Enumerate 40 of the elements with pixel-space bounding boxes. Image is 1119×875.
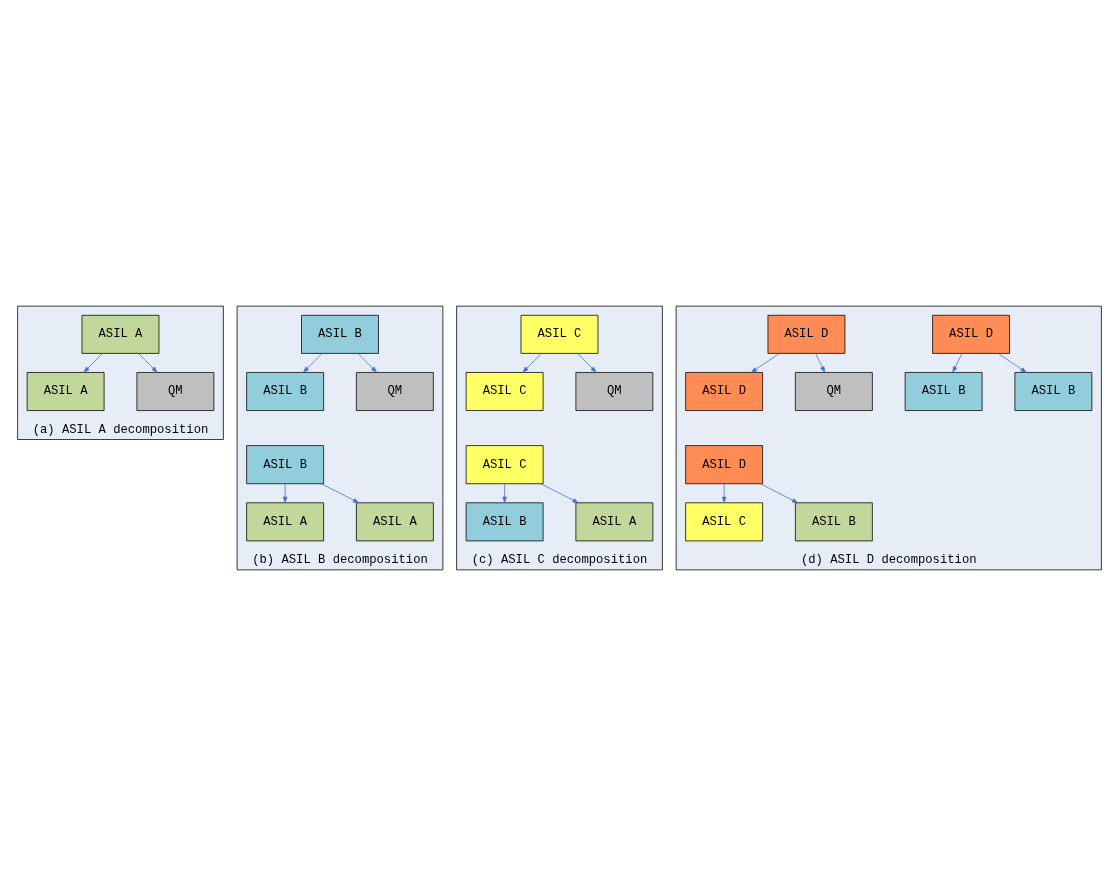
node-box: ASIL B xyxy=(904,371,983,411)
node-box: ASIL C xyxy=(520,314,599,354)
node-box: QM xyxy=(356,371,434,411)
arrow xyxy=(138,352,158,372)
node-box: ASIL A xyxy=(81,314,160,354)
node-box: QM xyxy=(795,371,873,411)
node-box: ASIL B xyxy=(246,444,324,484)
arrow xyxy=(502,483,507,503)
node-box: ASIL A xyxy=(246,501,324,541)
node-box: ASIL A xyxy=(575,501,654,541)
arrow xyxy=(997,352,1027,373)
node-box: ASIL C xyxy=(465,371,544,411)
arrow xyxy=(577,352,597,372)
arrow xyxy=(721,483,727,503)
arrow xyxy=(83,352,103,372)
node-box: ASIL A xyxy=(356,501,434,541)
arrow xyxy=(952,352,963,372)
arrow xyxy=(282,483,288,503)
node-box: ASIL D xyxy=(685,371,763,411)
arrow xyxy=(303,352,323,372)
node-box: ASIL C xyxy=(465,444,544,484)
node-box: QM xyxy=(136,371,215,411)
arrow xyxy=(815,352,826,372)
arrow xyxy=(540,482,579,503)
node-box: ASIL B xyxy=(795,501,873,541)
arrow xyxy=(522,352,542,372)
node-box: ASIL A xyxy=(26,371,105,411)
arrow xyxy=(750,352,780,373)
node-box: ASIL C xyxy=(685,501,763,541)
arrow xyxy=(321,482,360,503)
arrow xyxy=(760,482,799,503)
arrow xyxy=(357,352,377,372)
node-box: ASIL B xyxy=(1014,371,1093,411)
node-box: ASIL D xyxy=(932,314,1010,354)
node-box: ASIL D xyxy=(767,314,846,354)
node-box: QM xyxy=(575,371,654,411)
node-box: ASIL B xyxy=(246,371,324,411)
node-box: ASIL D xyxy=(685,444,763,484)
node-box: ASIL B xyxy=(465,501,544,541)
node-box: ASIL B xyxy=(301,314,379,354)
